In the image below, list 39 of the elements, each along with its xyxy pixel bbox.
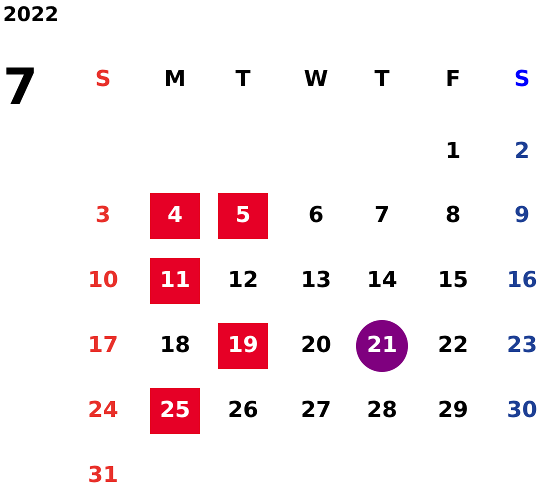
day-number: 1 bbox=[445, 141, 461, 163]
day-number: 22 bbox=[438, 335, 468, 357]
day-number: 17 bbox=[88, 335, 118, 357]
year-label: 2022 bbox=[3, 4, 59, 24]
day-number: 31 bbox=[88, 465, 118, 487]
highlighted-day-square: 11 bbox=[150, 258, 200, 304]
day-number: 20 bbox=[300, 335, 332, 357]
highlighted-day-square: 4 bbox=[150, 193, 200, 239]
day-number: 13 bbox=[300, 270, 332, 292]
day-number: 27 bbox=[300, 400, 332, 422]
highlighted-day-square: 25 bbox=[150, 388, 200, 434]
weekday-header: F bbox=[445, 69, 461, 91]
day-number: 10 bbox=[88, 270, 118, 292]
weekday-header: W bbox=[304, 69, 328, 91]
weekday-header: S bbox=[514, 69, 530, 91]
day-number: 28 bbox=[366, 400, 398, 422]
highlighted-day-square: 19 bbox=[218, 323, 268, 369]
weekday-header: S bbox=[95, 69, 111, 91]
day-number: 26 bbox=[228, 400, 258, 422]
month-number: 7 bbox=[3, 62, 38, 112]
day-number: 24 bbox=[88, 400, 118, 422]
day-number: 9 bbox=[514, 205, 530, 227]
day-number: 2 bbox=[514, 141, 530, 163]
day-number: 15 bbox=[438, 270, 468, 292]
day-number: 23 bbox=[506, 335, 538, 357]
weekday-header: M bbox=[164, 69, 186, 91]
day-number: 16 bbox=[506, 270, 538, 292]
day-number: 3 bbox=[95, 205, 111, 227]
day-number: 29 bbox=[438, 400, 468, 422]
day-number: 18 bbox=[160, 335, 190, 357]
day-number: 6 bbox=[308, 205, 324, 227]
day-number: 30 bbox=[506, 400, 538, 422]
day-number: 8 bbox=[445, 205, 461, 227]
weekday-header: T bbox=[236, 69, 250, 91]
day-number: 14 bbox=[366, 270, 398, 292]
day-number: 12 bbox=[228, 270, 258, 292]
weekday-header: T bbox=[374, 69, 390, 91]
highlighted-day-square: 5 bbox=[218, 193, 268, 239]
day-number: 7 bbox=[374, 205, 390, 227]
